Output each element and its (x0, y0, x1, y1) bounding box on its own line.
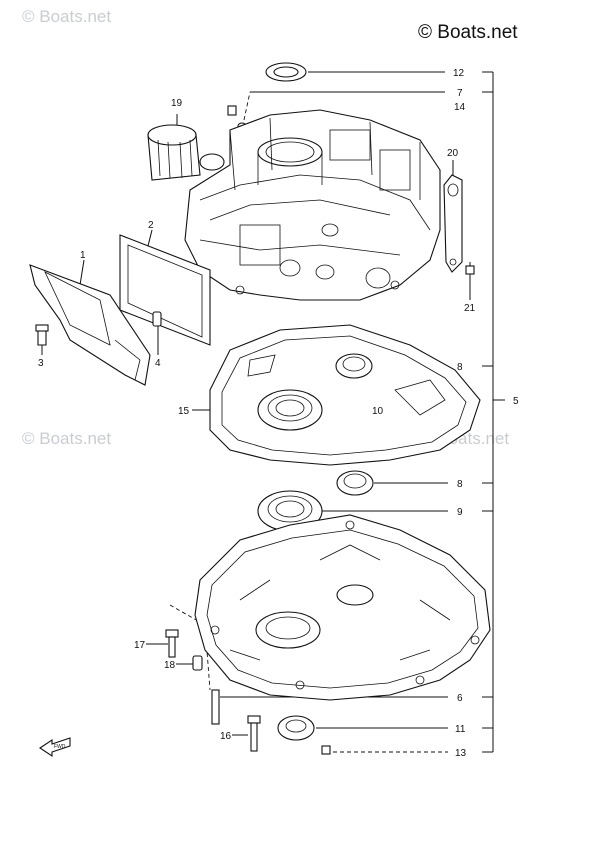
callout-18: 18 (164, 660, 176, 671)
callout-20: 20 (447, 148, 459, 159)
callout-13: 13 (455, 748, 467, 759)
oil-seal-part (265, 62, 307, 82)
small-bearing-lower-part (336, 470, 374, 496)
callout-7: 7 (457, 88, 463, 99)
callout-2: 2 (148, 220, 154, 231)
callout-21: 21 (464, 303, 476, 314)
side-cover-part (29, 264, 151, 386)
cylinder-block-part (184, 109, 441, 301)
callout-16: 16 (220, 731, 232, 742)
leader-lines (41, 71, 471, 753)
stud-part (211, 689, 220, 725)
callout-1: 1 (80, 250, 86, 261)
cover-gasket-part (119, 234, 211, 346)
watermark-top-left: © Boats.net (22, 7, 111, 26)
callout-15: 15 (178, 406, 190, 417)
long-bolt-part (247, 715, 261, 752)
case-bolt-part (165, 629, 179, 658)
locating-pin-part (192, 655, 203, 671)
callout-9: 9 (457, 507, 463, 518)
callout-8-upper: 8 (457, 362, 463, 373)
callout-5: 5 (513, 396, 519, 407)
fwd-label: FWD (54, 744, 66, 750)
oil-filter-part (147, 124, 225, 181)
main-bearing-part (257, 389, 323, 431)
callout-14: 14 (454, 102, 466, 113)
forward-direction-arrow: FWD (39, 737, 71, 758)
assembly-bracket (482, 71, 505, 753)
callout-3: 3 (38, 358, 44, 369)
callout-12: 12 (453, 68, 465, 79)
copyright-label: © Boats.net (418, 22, 518, 43)
bracket-bolt-part (465, 265, 475, 275)
lower-crankcase-part (194, 514, 491, 701)
callout-8-lower: 8 (457, 479, 463, 490)
callout-4: 4 (155, 358, 161, 369)
small-bearing-upper-part (335, 353, 373, 379)
dowel-pin-part (152, 311, 162, 327)
callout-numbers: 1 2 3 4 5 6 7 8 8 9 10 11 12 13 14 15 16… (38, 68, 519, 759)
callout-6: 6 (457, 693, 463, 704)
callout-17: 17 (134, 640, 146, 651)
callout-19: 19 (171, 98, 183, 109)
callout-11: 11 (455, 724, 466, 735)
crankcase-gasket-part (209, 324, 481, 466)
cover-bolt-part (35, 324, 49, 346)
drain-plug-part (321, 745, 331, 755)
lifting-bracket-part (443, 174, 463, 273)
watermark-mid-left: © Boats.net (22, 429, 111, 448)
callout-10: 10 (372, 406, 384, 417)
crankshaft-seal-part (277, 715, 315, 741)
